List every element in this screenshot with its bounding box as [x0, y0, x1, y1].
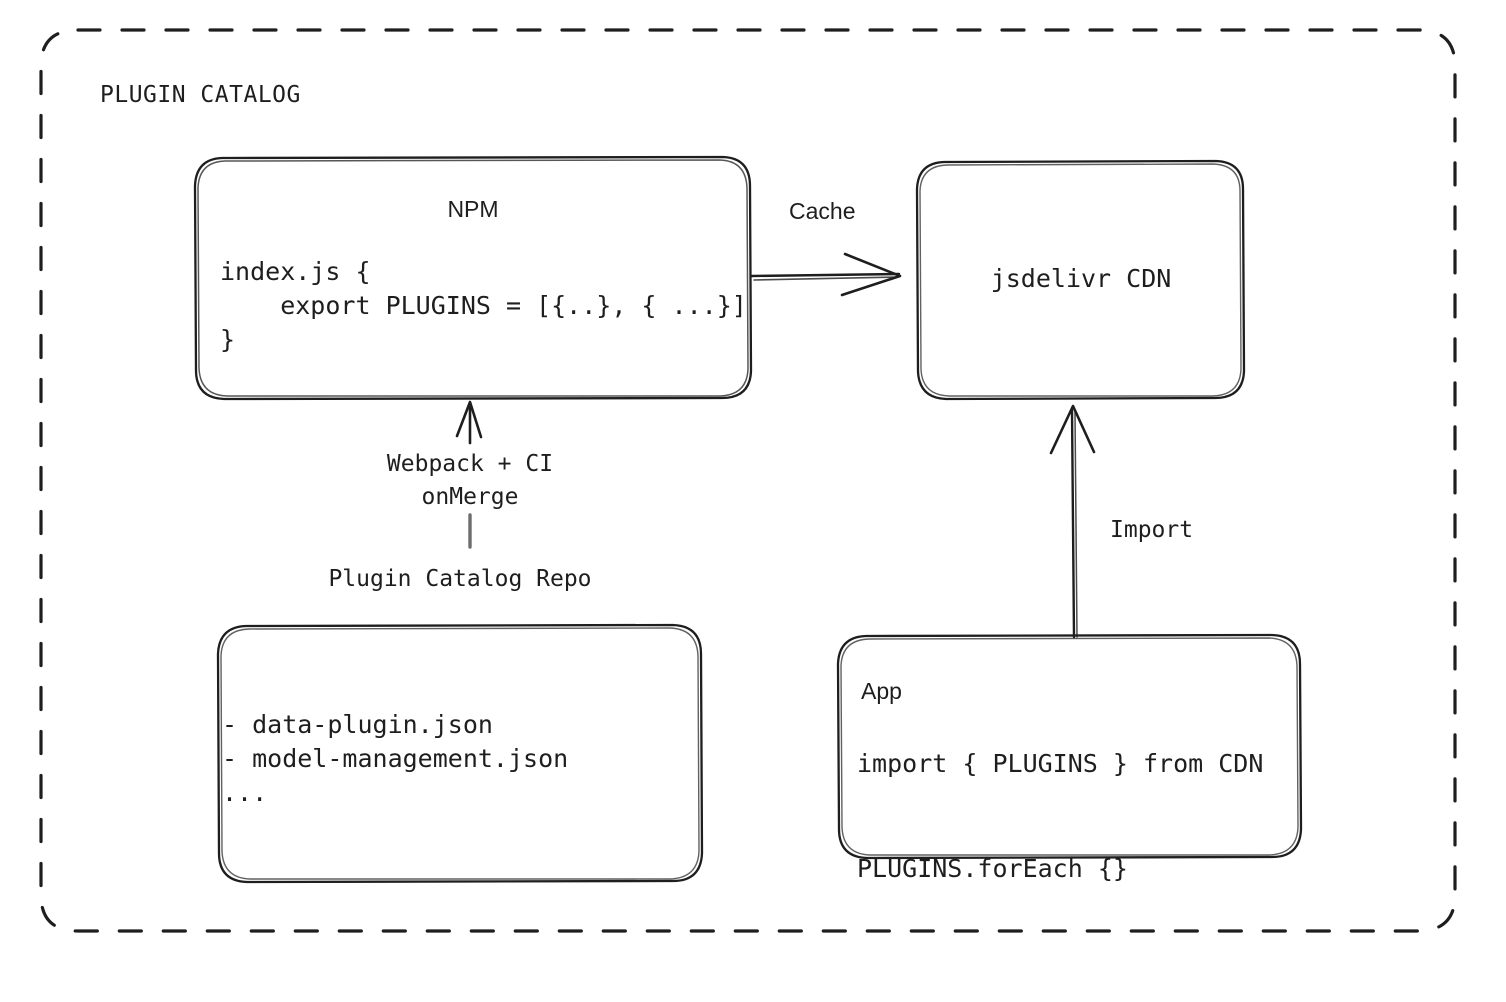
edge-label-webpack-ci-onmerge: Webpack + CI onMerge [386, 451, 554, 510]
cdn-node-title: jsdelivr CDN [990, 264, 1172, 293]
npm-node-code: index.js { export PLUGINS = [{..}, { ...… [220, 257, 747, 354]
edge-label-import: Import [1110, 517, 1194, 543]
npm-node-title: NPM [447, 196, 499, 222]
edge-arrow-app-to-cdn [1049, 404, 1096, 639]
group-title: PLUGIN CATALOG [100, 82, 301, 108]
repo-node-file-list: - data-plugin.json - model-management.js… [222, 710, 569, 807]
repo-node-caption: Plugin Catalog Repo [328, 566, 592, 592]
app-node-title: App [861, 678, 902, 704]
edge-label-cache: Cache [789, 198, 856, 224]
edge-arrow-npm-to-cdn [750, 252, 902, 297]
app-node-code: import { PLUGINS } from CDN PLUGINS.forE… [857, 749, 1264, 883]
